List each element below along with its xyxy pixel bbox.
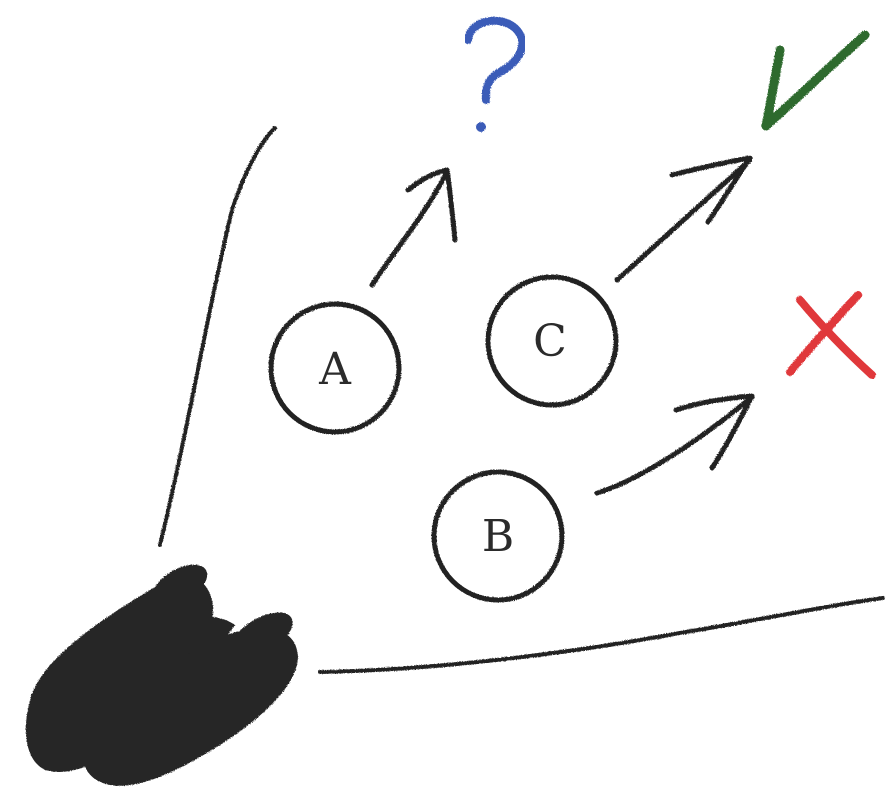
option-b-label: B [482,511,514,562]
option-b: B [431,469,565,603]
option-a-label: A [318,344,352,395]
option-c-label: C [533,316,567,367]
view-line-upper [158,126,277,547]
option-c: C [485,274,619,408]
option-a: A [268,301,402,435]
field-of-view [158,126,885,674]
cross-icon [786,291,876,379]
question-mark-icon [464,16,527,132]
arrow-c-to-check [614,155,753,283]
arrow-b-to-cross [594,393,755,496]
binoculars-icon [25,564,298,786]
view-line-lower [318,596,885,674]
arrow-a-to-question [369,167,458,288]
check-mark-icon [761,30,870,131]
